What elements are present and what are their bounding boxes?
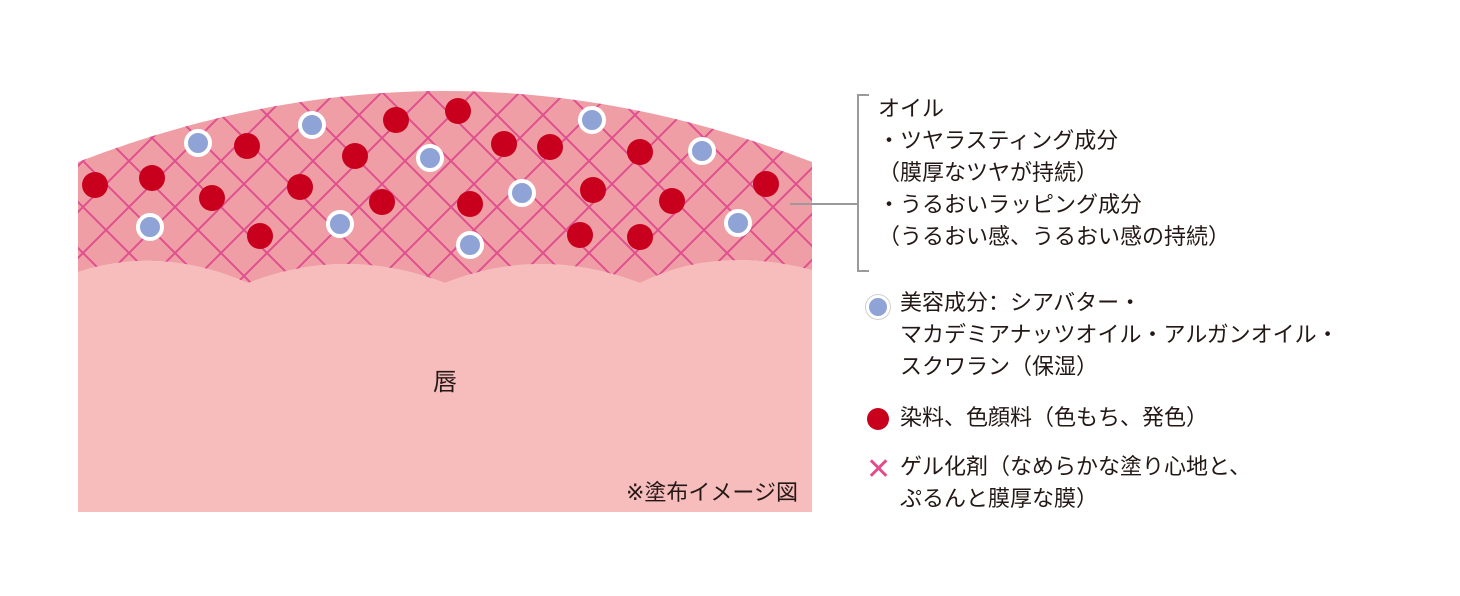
oil-item-2-note: （うるおい感、うるおい感の持続） xyxy=(878,225,1231,250)
gel-legend: ゲル化剤（なめらかな塗り心地と、 ぷるんと膜厚な膜） xyxy=(900,452,1251,516)
beauty-ingredient-dot xyxy=(298,111,326,139)
beauty-line-3: スクワラン（保湿） xyxy=(900,355,1099,380)
dye-legend: 染料、色顔料（色もち、発色） xyxy=(900,403,1208,435)
pigment-dot xyxy=(537,134,563,160)
beauty-legend: 美容成分：シアバター・ マカデミアナッツオイル・アルガンオイル・ スクワラン（保… xyxy=(900,288,1339,384)
pigment-dot xyxy=(753,171,779,197)
oil-item-1-note: （膜厚なツヤが持続） xyxy=(878,161,1099,186)
pigment-dot xyxy=(580,177,606,203)
oil-item-2: ・うるおいラッピング成分 xyxy=(878,193,1143,218)
beauty-ingredient-dot xyxy=(416,144,444,172)
ingredient-dots xyxy=(82,98,779,259)
beauty-line-1: 美容成分：シアバター・ xyxy=(900,291,1142,316)
pigment-dot xyxy=(287,174,313,200)
pigment-dot xyxy=(342,143,368,169)
oil-legend: オイル ・ツヤラスティング成分 （膜厚なツヤが持続） ・うるおいラッピング成分 … xyxy=(878,94,1230,254)
beauty-line-2: マカデミアナッツオイル・アルガンオイル・ xyxy=(900,323,1339,348)
lip-layer xyxy=(78,260,812,512)
gel-line-1: ゲル化剤（なめらかな塗り心地と、 xyxy=(900,455,1252,480)
pigment-dot xyxy=(234,133,260,159)
pigment-dot-icon xyxy=(867,408,889,430)
pigment-dot xyxy=(199,185,225,211)
pigment-dot xyxy=(383,107,409,133)
oil-connector-line xyxy=(790,203,858,205)
pigment-dot xyxy=(247,223,273,249)
lip-diagram: 唇 ※塗布イメージ図 xyxy=(78,91,812,512)
gel-line-2: ぷるんと膜厚な膜） xyxy=(900,487,1099,512)
pigment-dot xyxy=(491,131,517,157)
pigment-dot xyxy=(369,189,395,215)
pigment-dot xyxy=(567,222,593,248)
pigment-dot xyxy=(659,188,685,214)
beauty-ingredient-dot xyxy=(456,231,484,259)
oil-bracket xyxy=(857,94,869,272)
beauty-ingredient-dot xyxy=(724,209,752,237)
pigment-dot xyxy=(457,191,483,217)
pigment-dot xyxy=(445,98,471,124)
beauty-dot-icon xyxy=(866,295,890,319)
beauty-ingredient-dot xyxy=(184,129,212,157)
beauty-ingredient-dot xyxy=(508,179,536,207)
image-note: ※塗布イメージ図 xyxy=(626,481,798,506)
beauty-ingredient-dot xyxy=(578,106,606,134)
beauty-ingredient-dot xyxy=(326,210,354,238)
pigment-dot xyxy=(139,165,165,191)
pigment-dot xyxy=(627,139,653,165)
oil-title: オイル xyxy=(878,97,945,122)
beauty-ingredient-dot xyxy=(136,213,164,241)
dye-line-1: 染料、色顔料（色もち、発色） xyxy=(900,406,1209,431)
gel-cross-icon: ✕ xyxy=(866,452,892,487)
lip-label: 唇 xyxy=(433,368,457,396)
pigment-dot xyxy=(627,224,653,250)
beauty-ingredient-dot xyxy=(688,137,716,165)
oil-item-1: ・ツヤラスティング成分 xyxy=(878,129,1119,154)
pigment-dot xyxy=(82,172,108,198)
